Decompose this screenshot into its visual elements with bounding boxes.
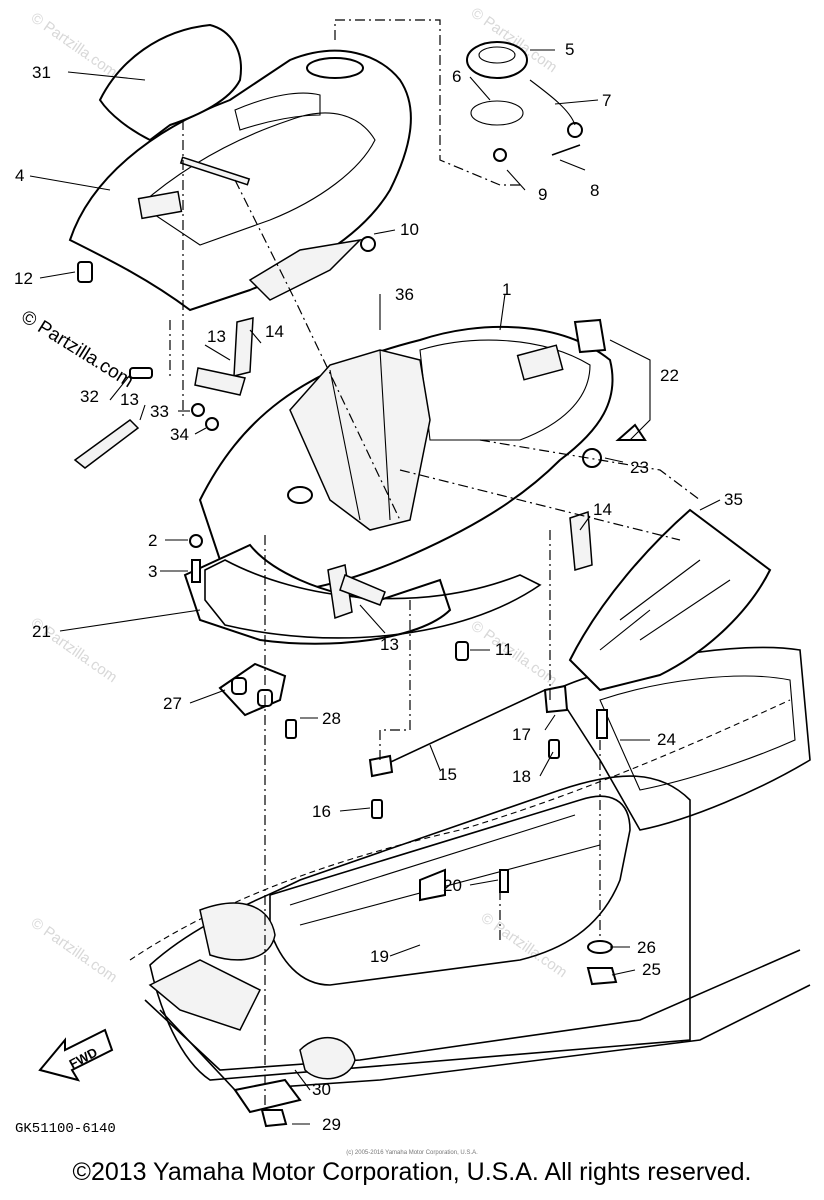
fasteners	[77, 236, 647, 1128]
callout-33: 33	[150, 402, 169, 421]
callout-29: 29	[322, 1115, 341, 1134]
callout-13a: 13	[207, 327, 226, 346]
part-35-mat	[568, 508, 772, 692]
leader-lines	[29, 49, 721, 1125]
exploded-parts-diagram: © Partzilla.com © Partzilla.com © Partzi…	[14, 4, 811, 1137]
fwd-arrow: FWD	[38, 1028, 114, 1082]
callout-14a: 14	[265, 322, 284, 341]
callout-23: 23	[630, 458, 649, 477]
part-31-cover	[98, 23, 242, 142]
watermark: © Partzilla.com	[468, 617, 561, 689]
callout-labels: 1 2 3 4 5 6 7 8 9 10 11 12 13 13 13 14 1…	[14, 40, 743, 1134]
part-15-rod	[368, 684, 569, 778]
part-1-storage-lid	[183, 325, 614, 645]
watermark: © Partzilla.com	[478, 909, 571, 981]
callout-27: 27	[163, 694, 182, 713]
callout-14b: 14	[593, 500, 612, 519]
callout-16: 16	[312, 802, 331, 821]
parts-5-9-cap	[466, 41, 583, 162]
callout-12: 12	[14, 269, 33, 288]
callout-3: 3	[148, 562, 157, 581]
callout-24: 24	[657, 730, 676, 749]
watermark: © Partzilla.com	[28, 914, 121, 986]
callout-6: 6	[452, 67, 461, 86]
callout-22: 22	[660, 366, 679, 385]
callout-2: 2	[148, 531, 157, 550]
callout-32: 32	[80, 387, 99, 406]
callout-19: 19	[370, 947, 389, 966]
part-27-hinge	[218, 662, 287, 717]
callout-7: 7	[602, 91, 611, 110]
callout-11: 11	[495, 640, 513, 659]
callout-21: 21	[32, 622, 51, 641]
guide-lines	[169, 19, 701, 1110]
callout-9: 9	[538, 185, 547, 204]
watermark-dark: © Partzilla.com	[17, 306, 137, 392]
callout-25: 25	[642, 960, 661, 979]
callout-17: 17	[512, 725, 531, 744]
callout-8: 8	[590, 181, 599, 200]
callout-28: 28	[322, 709, 341, 728]
part-21-seal	[204, 559, 542, 639]
callout-10: 10	[400, 220, 419, 239]
callout-1: 1	[502, 280, 511, 299]
callout-26: 26	[637, 938, 656, 957]
pads	[73, 317, 593, 620]
callout-35: 35	[724, 490, 743, 509]
fine-print: (c) 2005-2016 Yamaha Motor Corporation, …	[346, 1150, 478, 1156]
callout-5: 5	[565, 40, 574, 59]
copyright-notice: ©2013 Yamaha Motor Corporation, U.S.A. A…	[72, 1158, 752, 1186]
callout-34: 34	[170, 425, 189, 444]
callout-36: 36	[395, 285, 414, 304]
hull	[129, 646, 811, 1091]
callout-20: 20	[443, 876, 462, 895]
callout-13b: 13	[120, 390, 139, 409]
callout-15: 15	[438, 765, 457, 784]
callout-30: 30	[312, 1080, 331, 1099]
callout-18: 18	[512, 767, 531, 786]
callout-4: 4	[15, 166, 24, 185]
callout-31: 31	[32, 63, 51, 82]
part-4-hood	[68, 49, 412, 312]
diagram-code: GK51100-6140	[15, 1121, 116, 1137]
callout-13c: 13	[380, 635, 399, 654]
